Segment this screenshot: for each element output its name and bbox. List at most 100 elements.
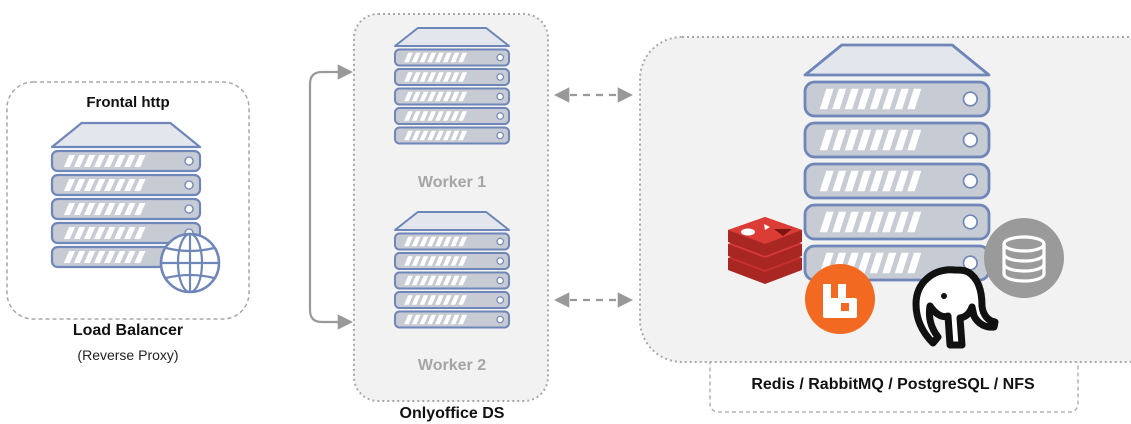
server-unit [803, 203, 991, 241]
server-unit [394, 271, 510, 290]
worker1-server-icon [394, 27, 510, 145]
vent-slot [907, 88, 922, 110]
vent-slot [907, 252, 922, 274]
vent-slot [63, 155, 76, 167]
globe-icon [159, 232, 221, 294]
vent-slot [83, 155, 96, 167]
vent-slot [450, 256, 460, 266]
vent-slot [442, 314, 452, 325]
load-balancer-title: Load Balancer [73, 322, 183, 339]
server-unit [803, 121, 991, 159]
vent-slot [427, 111, 437, 121]
status-led [496, 92, 505, 101]
vent-slot [442, 111, 452, 121]
vent-slot [411, 91, 421, 102]
vent-slot [411, 111, 421, 121]
vent-slot [404, 256, 413, 266]
load-balancer-header: Frontal http [86, 94, 169, 111]
vent-slot [124, 227, 136, 239]
redis-icon [728, 217, 802, 284]
vent-slot [435, 236, 444, 247]
status-led [496, 257, 505, 265]
vent-slot [411, 236, 421, 247]
vent-slot [419, 52, 429, 63]
vent-slot [104, 227, 116, 239]
vent-slot [114, 251, 126, 263]
vent-slot [427, 52, 437, 63]
vent-slot [907, 170, 922, 192]
vent-slot [435, 111, 444, 121]
vent-slot [832, 211, 847, 233]
vent-slot [869, 252, 884, 274]
vent-slot [104, 179, 116, 191]
server-unit [394, 87, 510, 106]
rabbitmq-icon [805, 264, 875, 334]
status-led [496, 276, 505, 285]
vent-slot [832, 88, 847, 110]
vent-slot [458, 275, 468, 286]
vent-slot [435, 72, 444, 82]
vent-slot [411, 72, 421, 82]
vent-slot [124, 179, 136, 191]
vent-slot [442, 236, 452, 247]
vent-slot [404, 295, 413, 305]
status-led [184, 156, 194, 166]
vent-slot [819, 170, 834, 192]
vent-slot [114, 155, 126, 167]
vent-slot [404, 111, 413, 121]
vent-slot [894, 170, 909, 192]
vent-slot [450, 52, 460, 63]
vent-slot [404, 52, 413, 63]
vent-slot [435, 314, 444, 325]
vent-slot [404, 314, 413, 325]
vent-slot [819, 129, 834, 151]
server-unit [803, 80, 991, 118]
vent-slot [458, 236, 468, 247]
server-unit [394, 48, 510, 67]
vent-slot [419, 111, 429, 121]
vent-slot [882, 88, 897, 110]
vent-slot [419, 236, 429, 247]
server-unit [394, 252, 510, 270]
vent-slot [458, 111, 468, 121]
vent-slot [458, 130, 468, 141]
vent-slot [419, 72, 429, 82]
vent-slot [844, 88, 859, 110]
vent-slot [427, 91, 437, 102]
vent-slot [450, 111, 460, 121]
vent-slot [124, 251, 136, 263]
status-led [962, 91, 978, 107]
vent-slot [458, 91, 468, 102]
vent-slot [819, 88, 834, 110]
status-led [496, 53, 505, 62]
worker-backend-links [553, 87, 634, 308]
vent-slot [450, 295, 460, 305]
vent-slot [427, 314, 437, 325]
vent-slot [411, 256, 421, 266]
vent-slot [404, 72, 413, 82]
vent-slot [819, 252, 834, 274]
vent-slot [427, 275, 437, 286]
vent-slot [134, 155, 146, 167]
vent-slot [404, 275, 413, 286]
vent-slot [869, 129, 884, 151]
vent-slot [114, 203, 126, 215]
vent-slot [857, 88, 872, 110]
vent-slot [435, 295, 444, 305]
vent-slot [458, 314, 468, 325]
onlyoffice-ds-label: Onlyoffice DS [400, 405, 505, 422]
vent-slot [442, 295, 452, 305]
vent-slot [73, 179, 86, 191]
status-led [962, 132, 978, 148]
vent-slot [442, 275, 452, 286]
vent-slot [124, 203, 136, 215]
vent-slot [134, 227, 146, 239]
vent-slot [94, 179, 106, 191]
vent-slot [427, 256, 437, 266]
server-unit [394, 107, 510, 125]
vent-slot [83, 203, 96, 215]
server-unit [394, 126, 510, 145]
vent-slot [450, 236, 460, 247]
vent-slot [404, 236, 413, 247]
